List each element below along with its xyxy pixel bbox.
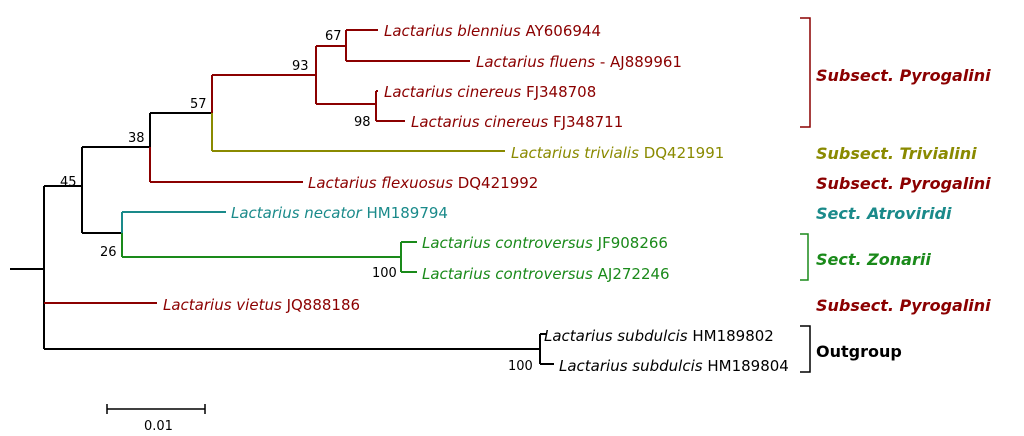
tip-necator: Lactarius necator HM189794 xyxy=(231,204,448,222)
bracket-outgroup xyxy=(800,325,811,373)
support-values: 67 93 57 98 38 45 26 100 100 xyxy=(60,29,533,374)
tip-cinereus-1: Lactarius cinereus FJ348708 xyxy=(384,83,596,101)
scale-bar-label: 0.01 xyxy=(144,419,173,434)
support-45: 45 xyxy=(60,175,77,190)
zonarii-branches xyxy=(121,233,417,273)
group-label-atroviridi: Sect. Atroviridi xyxy=(816,204,952,223)
support-38: 38 xyxy=(128,131,145,146)
group-label-pyrogalini-1: Subsect. Pyrogalini xyxy=(816,66,991,85)
support-93: 93 xyxy=(292,59,309,74)
trivialini-branches xyxy=(211,113,505,152)
tip-subdulcis-1: Lactarius subdulcis HM189802 xyxy=(544,327,774,345)
group-label-outgroup: Outgroup xyxy=(816,342,902,361)
bracket-zonarii xyxy=(800,233,809,281)
tip-controversus-2: Lactarius controversus AJ272246 xyxy=(422,265,670,283)
tip-cinereus-2: Lactarius cinereus FJ348711 xyxy=(411,113,623,131)
bracket-pyrogalini xyxy=(800,17,811,128)
support-26: 26 xyxy=(100,245,117,260)
tip-subdulcis-2: Lactarius subdulcis HM189804 xyxy=(559,357,789,375)
tip-flexuosus: Lactarius flexuosus DQ421992 xyxy=(308,174,538,192)
tip-vietus: Lactarius vietus JQ888186 xyxy=(163,296,360,314)
atroviridi-branches xyxy=(121,211,226,233)
support-98: 98 xyxy=(354,115,371,130)
group-brackets xyxy=(800,17,811,373)
scale-bar: 0.01 xyxy=(106,404,206,434)
support-100-zonarii: 100 xyxy=(372,266,397,281)
support-100-outgroup: 100 xyxy=(508,359,533,374)
group-label-pyrogalini-2: Subsect. Pyrogalini xyxy=(816,174,991,193)
group-label-trivialini: Subsect. Trivialini xyxy=(816,144,977,163)
tip-fluens: Lactarius fluens - AJ889961 xyxy=(476,53,682,71)
support-67: 67 xyxy=(325,29,342,44)
tip-controversus-1: Lactarius controversus JF908266 xyxy=(422,234,668,252)
tip-blennius: Lactarius blennius AY606944 xyxy=(384,22,601,40)
support-57: 57 xyxy=(190,97,207,112)
group-labels: Subsect. Pyrogalini Subsect. Trivialini … xyxy=(816,66,991,361)
group-label-pyrogalini-3: Subsect. Pyrogalini xyxy=(816,296,991,315)
group-label-zonarii: Sect. Zonarii xyxy=(816,250,931,269)
pyrogalini-branches xyxy=(44,29,470,304)
backbone-branches xyxy=(10,112,554,365)
tip-trivialis: Lactarius trivialis DQ421991 xyxy=(511,144,724,162)
tip-labels: Lactarius blennius AY606944 Lactarius fl… xyxy=(163,22,789,375)
